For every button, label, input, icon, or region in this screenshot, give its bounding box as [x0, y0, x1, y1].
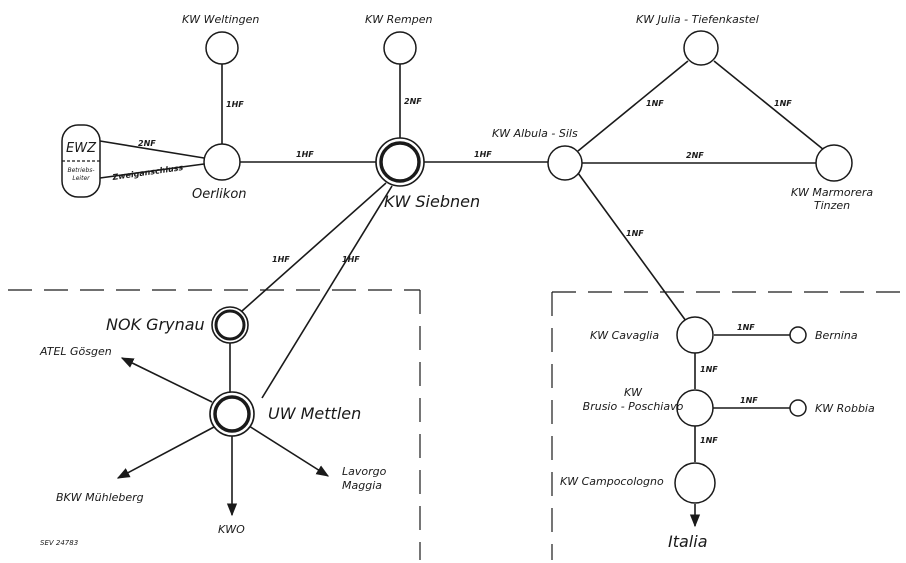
label-brusio: KW Brusio - Poschiavo — [580, 387, 686, 412]
link-label-brusio-campocologno: 1NF — [700, 436, 718, 445]
node-julia — [683, 30, 719, 66]
node-oerlikon — [203, 143, 241, 181]
link-label-oerlikon-siebnen: 1HF — [296, 150, 314, 159]
link-label-albula-marmorera: 2NF — [686, 151, 704, 160]
label-ewz: EWZ — [66, 141, 96, 156]
link-label-ewz-oerlikon: 2NF — [138, 139, 156, 148]
link-label-siebnen-mettlen: 1HF — [342, 255, 360, 264]
link-label-cavaglia-bernina: 1NF — [737, 323, 755, 332]
link-julia-marmorera — [713, 60, 825, 151]
link-label-albula-julia: 1NF — [646, 99, 664, 108]
label-lavorgo-line2: Maggia — [342, 479, 382, 492]
label-nok-grynau: NOK Grynau — [106, 315, 205, 334]
label-robbia: KW Robbia — [815, 402, 875, 415]
label-marmorera-line2: Tinzen — [813, 199, 851, 212]
label-betriebsleiter-line2: Leiter — [72, 175, 90, 182]
node-bernina — [789, 326, 807, 344]
label-albula: KW Albula - Sils — [492, 127, 578, 140]
label-campocologno: KW Campocologno — [560, 475, 664, 488]
node-mettlen-inner — [213, 395, 251, 433]
link-ewz-oerlikon-bottom — [99, 163, 205, 179]
label-cavaglia: KW Cavaglia — [590, 329, 660, 342]
label-bernina: Bernina — [815, 329, 858, 342]
link-label-albula-cavaglia: 1NF — [626, 229, 644, 238]
arrow-to-atel — [120, 357, 213, 403]
link-label-siebnen-albula: 1HF — [474, 150, 492, 159]
label-siebnen: KW Siebnen — [384, 192, 481, 211]
arrow-to-lavorgo — [248, 425, 330, 477]
label-brusio-line1: KW — [623, 386, 643, 399]
arrow-to-bkw — [116, 426, 215, 479]
label-atel: ATEL Gösgen — [40, 345, 112, 358]
label-reference: SEV 24783 — [40, 539, 79, 547]
label-marmorera-line1: KW Marmorera — [790, 186, 874, 199]
label-betriebsleiter-line1: Betriebs- — [67, 167, 95, 174]
label-italia: Italia — [668, 532, 708, 551]
label-oerlikon: Oerlikon — [192, 187, 247, 202]
link-ewz-oerlikon-top — [99, 140, 205, 159]
node-siebnen-inner — [379, 141, 421, 183]
label-betriebsleiter: Betriebs- Leiter — [62, 168, 100, 182]
label-lavorgo-line1: Lavorgo — [342, 465, 387, 478]
link-albula-julia — [577, 60, 689, 152]
label-bkw: BKW Mühleberg — [56, 491, 144, 504]
label-brusio-line2: Brusio - Poschiavo — [582, 400, 684, 413]
link-label-siebnen-grynau: 1HF — [272, 255, 290, 264]
link-label-cavaglia-brusio: 1NF — [700, 365, 718, 374]
node-grynau-inner — [214, 309, 246, 341]
node-marmorera — [815, 144, 853, 182]
node-albula — [547, 145, 583, 181]
link-label-rempen-siebnen: 2NF — [404, 97, 422, 106]
link-label-weltingen-oerlikon: 1HF — [226, 100, 244, 109]
node-brusio — [676, 389, 714, 427]
link-label-brusio-robbia: 1NF — [740, 396, 758, 405]
label-kwo: KWO — [218, 523, 245, 536]
link-albula-cavaglia — [577, 172, 687, 322]
label-uw-mettlen: UW Mettlen — [268, 404, 362, 423]
node-weltingen — [205, 31, 239, 65]
node-cavaglia — [676, 316, 714, 354]
label-rempen: KW Rempen — [365, 13, 433, 26]
node-rempen — [383, 31, 417, 65]
label-lavorgo: Lavorgo Maggia — [342, 466, 386, 491]
label-weltingen: KW Weltingen — [182, 13, 260, 26]
link-label-julia-marmorera: 1NF — [774, 99, 792, 108]
node-campocologno — [674, 462, 716, 504]
label-marmorera: KW Marmorera Tinzen — [788, 187, 876, 211]
link-siebnen-mettlen — [261, 185, 393, 399]
label-julia: KW Julia - Tiefenkastel — [636, 13, 759, 26]
node-robbia — [789, 399, 807, 417]
link-siebnen-grynau — [241, 182, 387, 312]
